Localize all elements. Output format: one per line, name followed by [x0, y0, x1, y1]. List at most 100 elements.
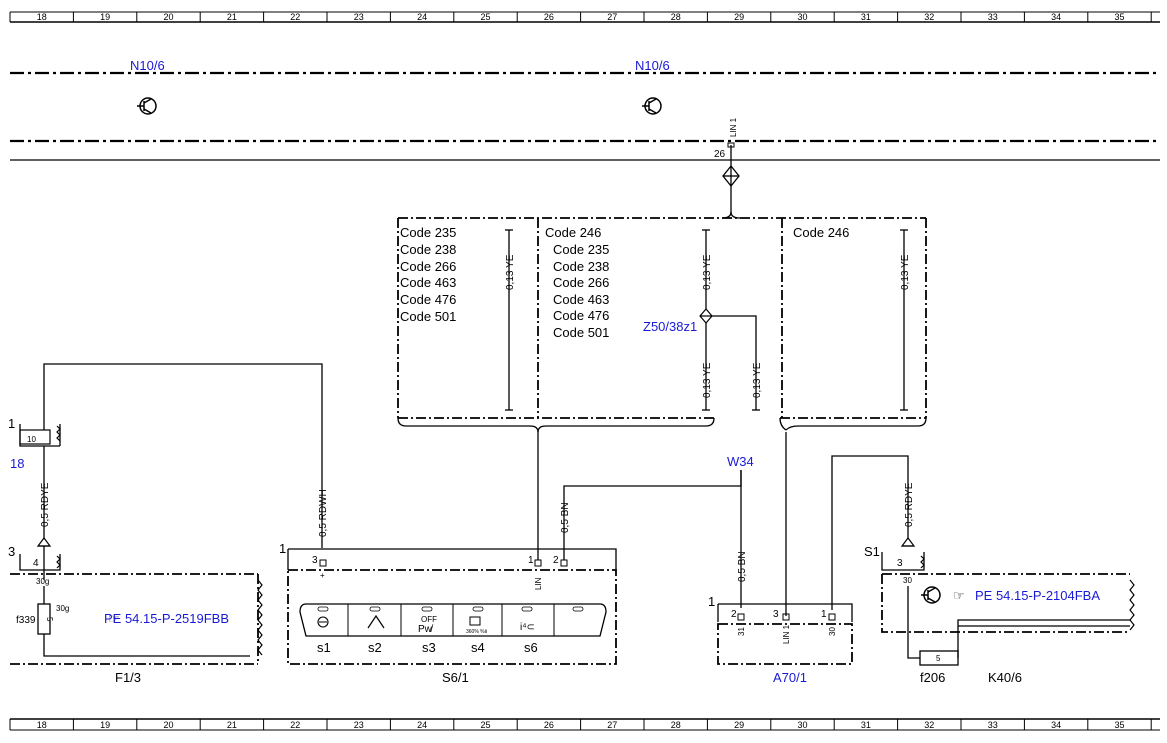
switch-label: s6: [524, 640, 538, 655]
a70-pin-1: 1: [708, 594, 715, 609]
f13-label-18: 18: [10, 456, 24, 471]
a70-lin: LIN 1: [782, 624, 791, 644]
code-item: Code 501: [400, 309, 456, 324]
f13-module-label: F1/3: [115, 670, 141, 685]
connector-arrow-icon: [900, 537, 916, 547]
code-box-2: Code 246 Code 235 Code 238 Code 266 Code…: [545, 225, 609, 340]
hand-pointer-icon: ☞: [108, 611, 120, 626]
fuse-f339-label: f339: [16, 615, 36, 626]
grid-column-label: 19: [100, 720, 110, 730]
s6-glyph: i⁴⊂: [520, 622, 535, 633]
code-item: Code 476: [400, 292, 456, 307]
grid-column-label: 24: [417, 12, 427, 22]
sensor-icon[interactable]: i⁴⊂: [520, 622, 535, 633]
w34-label: W34: [727, 454, 754, 469]
grid-column-label: 22: [290, 720, 300, 730]
interior-protection-icon[interactable]: OFF Pw̸: [418, 615, 437, 635]
s61-module-label: S6/1: [442, 670, 469, 685]
k40-pin-30: 30: [903, 576, 912, 585]
connector-diamond-icon: [722, 164, 740, 188]
s61-pin-p2: 2: [553, 555, 559, 566]
fuse-5: 5: [936, 654, 941, 663]
grid-column-label: 28: [671, 12, 681, 22]
a70-pin-2: 2: [731, 609, 737, 620]
code-item: Code 463: [553, 292, 609, 307]
grid-column-label: 22: [290, 12, 300, 22]
wire-ye-label: 0,13 YE: [702, 254, 713, 290]
a70-pin-30: 30: [828, 627, 837, 636]
splice-z50-icon: [699, 308, 713, 324]
alarm-icon[interactable]: [317, 616, 329, 628]
f206-label: f206: [920, 670, 945, 685]
grid-column-label: 20: [163, 720, 173, 730]
transistor-icon: [137, 97, 157, 115]
grid-column-label: 31: [861, 720, 871, 730]
code-item: Code 235: [553, 242, 609, 257]
s61-pin-1: 1: [279, 541, 286, 556]
wire-rdye-label: 0,5 RDYE: [40, 482, 51, 527]
k40-pin-3: 3: [897, 558, 903, 569]
switch-label: s1: [317, 640, 331, 655]
grid-column-label: 23: [354, 12, 364, 22]
switch-panel: OFF Pw̸ 360% %Ⅱ i⁴⊂: [299, 603, 607, 637]
connector-arrow-icon: [36, 537, 52, 547]
grid-column-label: 29: [734, 12, 744, 22]
lin1-pin-label: LIN 1: [729, 117, 738, 137]
hand-pointer-icon: ☞: [953, 588, 965, 603]
grid-column-label: 23: [354, 720, 364, 730]
f13-30g-b: 30g: [56, 604, 69, 613]
a70-module-label: A70/1: [773, 670, 807, 685]
grid-column-label: 31: [861, 12, 871, 22]
s3-off-text: OFF: [421, 615, 437, 624]
grid-column-label: 27: [607, 720, 617, 730]
wire-rdwh-label: 0,5 RDWH: [318, 489, 329, 537]
grid-column-label: 30: [797, 720, 807, 730]
f13-pin-1: 1: [8, 416, 15, 431]
code-item: Code 266: [553, 275, 609, 290]
f13-pin-3: 3: [8, 544, 15, 559]
ref-right[interactable]: PE 54.15-P-2104FBA: [975, 588, 1100, 603]
z50-label: Z50/38z1: [643, 319, 697, 334]
code-item: Code 238: [553, 259, 609, 274]
f13-pin-4: 4: [33, 558, 39, 569]
transistor-icon: [642, 97, 662, 115]
f13-30g-a: 30g: [36, 577, 49, 586]
grid-column-label: 25: [480, 720, 490, 730]
grid-column-label: 28: [671, 720, 681, 730]
code-item: Code 476: [553, 308, 609, 323]
lin-pin-number: 26: [714, 149, 726, 160]
switch-label: s4: [471, 640, 485, 655]
wire-ye-label: 0,13 YE: [900, 254, 911, 290]
grid-column-label: 34: [1051, 12, 1061, 22]
switch-label: s3: [422, 640, 436, 655]
tow-icon[interactable]: [367, 614, 385, 629]
grid-column-label: 35: [1114, 12, 1124, 22]
n10-right-label: N10/6: [635, 58, 670, 73]
a70-pin-3: 3: [773, 609, 779, 620]
s61-lin: LIN: [534, 577, 543, 590]
s61-pin-3: 3: [312, 555, 318, 566]
k406-module-label: K40/6: [988, 670, 1022, 685]
k40-s1: S1: [864, 544, 880, 559]
s61-pin-p1: 1: [528, 555, 534, 566]
grid-column-label: 18: [37, 12, 47, 22]
code-item: Code 463: [400, 275, 456, 290]
camera-icon[interactable]: 360% %Ⅱ: [466, 616, 487, 635]
grid-column-label: 33: [988, 12, 998, 22]
ref-left[interactable]: PE 54.15-P-2519FBB: [104, 611, 229, 626]
grid-column-label: 24: [417, 720, 427, 730]
wire-bn-label: 0,5 BN: [737, 551, 748, 582]
s3-glyph: Pw̸: [418, 623, 434, 635]
grid-column-label: 20: [163, 12, 173, 22]
wire-ye-label: 0,13 YE: [702, 362, 713, 398]
grid-column-label: 21: [227, 720, 237, 730]
grid-column-label: 32: [924, 720, 934, 730]
code-box-1: Code 235 Code 238 Code 266 Code 463 Code…: [400, 225, 456, 324]
grid-column-label: 30: [797, 12, 807, 22]
wire-bn-label: 0,5 BN: [560, 502, 571, 533]
grid-column-label: 29: [734, 720, 744, 730]
code-item: Code 266: [400, 259, 456, 274]
wire-ye-label: 0,13 YE: [505, 254, 516, 290]
